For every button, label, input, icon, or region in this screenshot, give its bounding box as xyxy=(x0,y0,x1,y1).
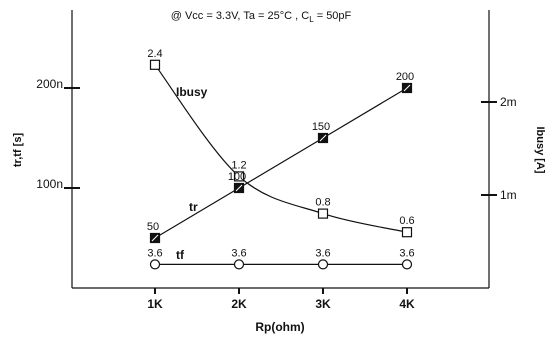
plot-layer: 1K 2K 3K 4K 100n 200n 1m 2m 2.4 1.2 0.8 0.6 50 100 150… xyxy=(36,48,516,311)
x-axis-label: Rp(ohm) xyxy=(255,320,304,334)
y-right-axis-label: Ibusy [A] xyxy=(534,126,546,173)
x-tick-label: 4K xyxy=(399,297,415,311)
tf-data-label: 3.6 xyxy=(315,247,330,259)
ibusy-series-line xyxy=(154,64,408,233)
tf-point xyxy=(317,259,329,270)
ibusy-point xyxy=(401,227,413,238)
tf-point xyxy=(401,259,413,270)
tr-point-hatch xyxy=(151,234,159,242)
chart-title-subscript: L xyxy=(309,15,314,24)
tf-series-name: tf xyxy=(176,248,185,262)
tr-data-label: 100 xyxy=(228,171,246,183)
ibusy-data-label: 0.8 xyxy=(315,197,330,209)
x-tick-label: 2K xyxy=(231,297,247,311)
tr-data-label: 200 xyxy=(396,71,414,83)
ibusy-series-name: Ibusy xyxy=(176,85,208,99)
ibusy-data-label: 1.2 xyxy=(231,159,246,171)
tr-point-hatch xyxy=(403,84,411,92)
x-tick-label: 1K xyxy=(147,297,163,311)
y-left-tick-label: 100n xyxy=(36,177,63,191)
tr-series-line xyxy=(154,87,408,239)
ibusy-point xyxy=(233,171,245,182)
tf-data-label: 3.6 xyxy=(399,247,414,259)
y-right-tick-label: 2m xyxy=(500,95,517,109)
y-left-axis-label: tr,tf [s] xyxy=(12,133,24,168)
tr-point-hatch xyxy=(319,134,327,142)
x-tick-label: 3K xyxy=(315,297,331,311)
ibusy-data-label: 0.6 xyxy=(399,215,414,227)
tf-point xyxy=(233,259,245,270)
ibusy-point xyxy=(317,208,329,219)
tr-series-name: tr xyxy=(189,200,198,214)
chart-title-main: @ Vcc = 3.3V, Ta = 25°C , C xyxy=(171,10,310,22)
y-right-tick-label: 1m xyxy=(500,188,517,202)
chart-title: @ Vcc = 3.3V, Ta = 25°C , CL = 50pF xyxy=(171,10,352,24)
tf-point xyxy=(149,259,161,270)
tf-data-label: 3.6 xyxy=(147,247,162,259)
chart-title-tail: = 50pF xyxy=(314,10,352,22)
ibusy-data-label: 2.4 xyxy=(147,48,162,60)
tr-point-hatch xyxy=(235,184,243,192)
ibusy-point xyxy=(149,59,161,70)
y-left-tick-label: 200n xyxy=(36,77,63,91)
tf-data-label: 3.6 xyxy=(231,247,246,259)
tr-data-label: 50 xyxy=(147,221,159,233)
tr-data-label: 150 xyxy=(312,121,330,133)
